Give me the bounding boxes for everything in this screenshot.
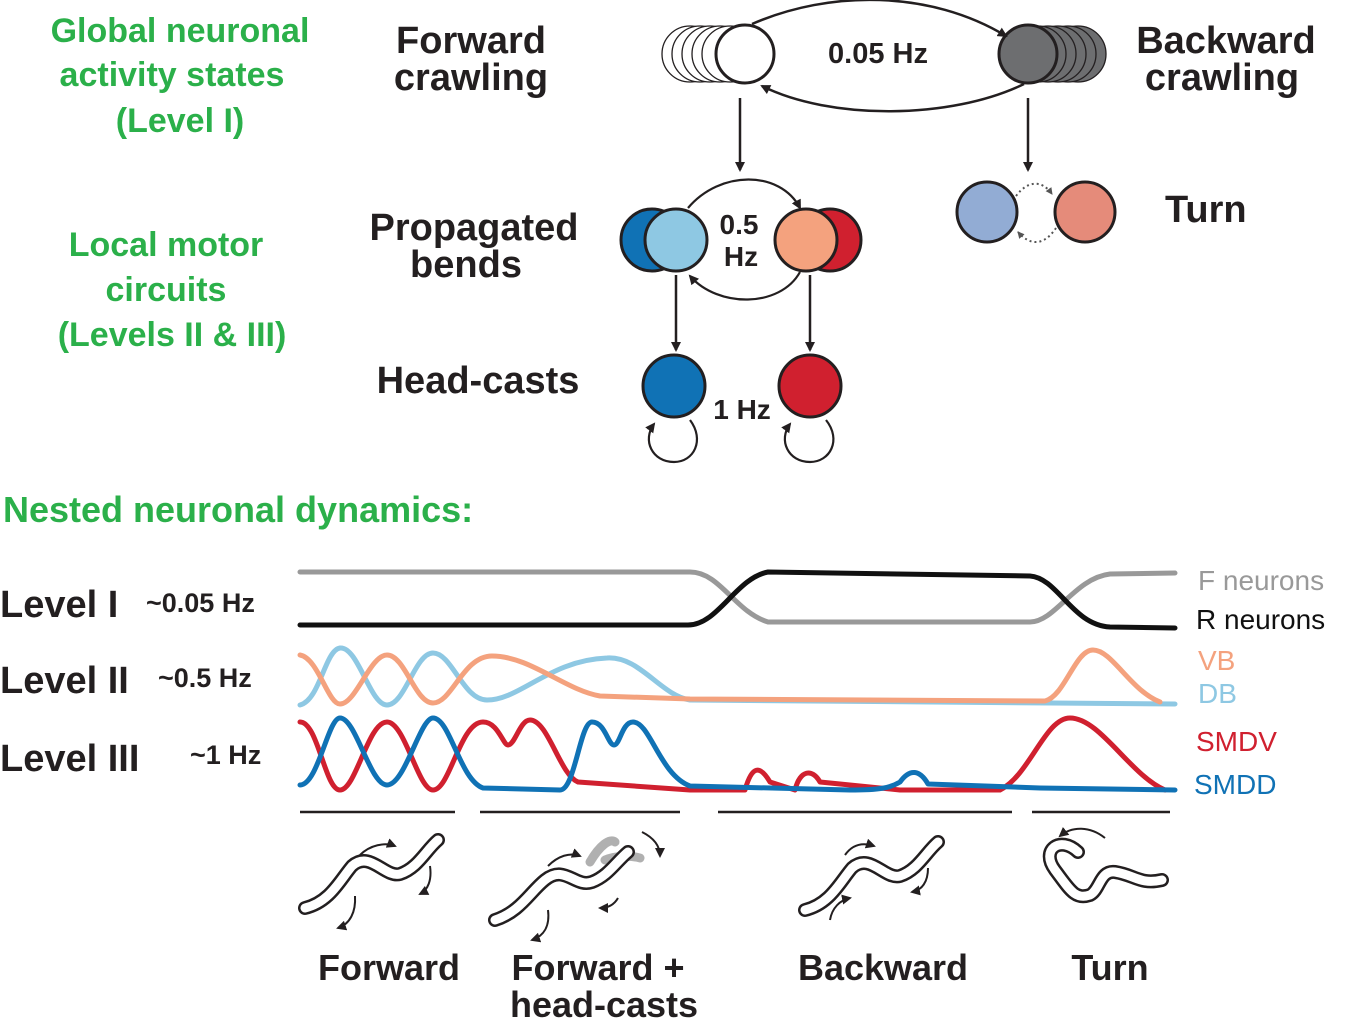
headcast-blue-circle bbox=[641, 353, 707, 419]
propagated-bends-label-line2: bends bbox=[410, 244, 522, 286]
behavior-forward-headcasts-line2: head-casts bbox=[509, 984, 699, 1025]
behavior-forward-label: Forward bbox=[317, 947, 461, 988]
db-trace bbox=[297, 645, 1178, 708]
traces bbox=[297, 569, 1178, 793]
global-header-line1: Global neuronal bbox=[50, 12, 310, 50]
backward-crawling-label-line2: crawling bbox=[1144, 57, 1300, 99]
headcast-red-loop bbox=[781, 419, 835, 464]
behavior-forward-headcasts-line1: Forward + bbox=[511, 947, 685, 988]
smdv-trace bbox=[297, 715, 1168, 793]
bends-bottom-arrow bbox=[688, 271, 801, 301]
forward-to-backward-arrow bbox=[751, 0, 1008, 38]
level1-frequency-label: 0.05 Hz bbox=[828, 38, 928, 70]
forward-worm-icon bbox=[298, 833, 445, 931]
local-header-line3: (Levels II & III) bbox=[57, 316, 287, 354]
level3-frequency-label: 1 Hz bbox=[713, 394, 771, 425]
forward-state-circles bbox=[661, 23, 776, 85]
level2-frequency-value: 0.5 bbox=[719, 209, 759, 240]
headcast-red-circle bbox=[777, 353, 843, 419]
level3-freq: ~1 Hz bbox=[190, 740, 262, 770]
headcast-blue-loop bbox=[645, 419, 699, 464]
bends-light-blue-circle bbox=[643, 207, 709, 273]
r-neurons-trace bbox=[297, 569, 1178, 631]
nested-dynamics-header: Nested neuronal dynamics: bbox=[3, 489, 474, 530]
level2-freq: ~0.5 Hz bbox=[158, 663, 252, 693]
level1-freq: ~0.05 Hz bbox=[146, 588, 255, 618]
behavior-turn-label: Turn bbox=[1071, 947, 1149, 988]
global-header-line2: activity states bbox=[59, 56, 285, 94]
propagated-bends-label-line1: Propagated bbox=[369, 207, 579, 249]
vb-trace bbox=[297, 647, 1163, 707]
behavior-backward-label: Backward bbox=[797, 947, 969, 988]
global-header-line3: (Level I) bbox=[115, 102, 245, 140]
forward-crawling-label-line1: Forward bbox=[396, 20, 546, 62]
smdd-label: SMDD bbox=[1194, 769, 1277, 800]
turn-dotted-arrow-bottom bbox=[1017, 227, 1057, 243]
level1-name: Level I bbox=[0, 584, 119, 626]
forward-headcast-worm-icon bbox=[488, 831, 665, 943]
backward-crawling-label-line1: Backward bbox=[1136, 20, 1316, 62]
turn-red-circle bbox=[1053, 180, 1117, 244]
level2-name: Level II bbox=[0, 660, 129, 702]
backward-state-circles bbox=[997, 23, 1107, 85]
f-neurons-trace bbox=[297, 569, 1178, 625]
local-header-line1: Local motor bbox=[68, 226, 264, 264]
forward-crawling-label-line2: crawling bbox=[393, 57, 549, 99]
db-label: DB bbox=[1198, 678, 1237, 709]
backward-worm-icon bbox=[798, 835, 945, 921]
vb-label: VB bbox=[1198, 645, 1236, 676]
turn-dotted-arrow-top bbox=[1015, 182, 1053, 197]
local-header-line2: circuits bbox=[105, 271, 227, 309]
level2-frequency-unit: Hz bbox=[723, 241, 759, 272]
f-neurons-label: F neurons bbox=[1198, 565, 1325, 596]
level3-name: Level III bbox=[0, 738, 140, 780]
backward-to-forward-arrow bbox=[760, 82, 1025, 113]
turn-label: Turn bbox=[1165, 189, 1247, 231]
bends-top-arrow bbox=[687, 178, 801, 210]
turn-worm-icon bbox=[1042, 827, 1169, 904]
r-neurons-label: R neurons bbox=[1196, 604, 1326, 635]
turn-blue-circle bbox=[955, 180, 1019, 244]
bends-salmon-circle bbox=[773, 207, 839, 273]
smdd-trace bbox=[297, 715, 1178, 793]
smdv-label: SMDV bbox=[1196, 726, 1277, 757]
head-casts-label: Head-casts bbox=[376, 360, 580, 402]
